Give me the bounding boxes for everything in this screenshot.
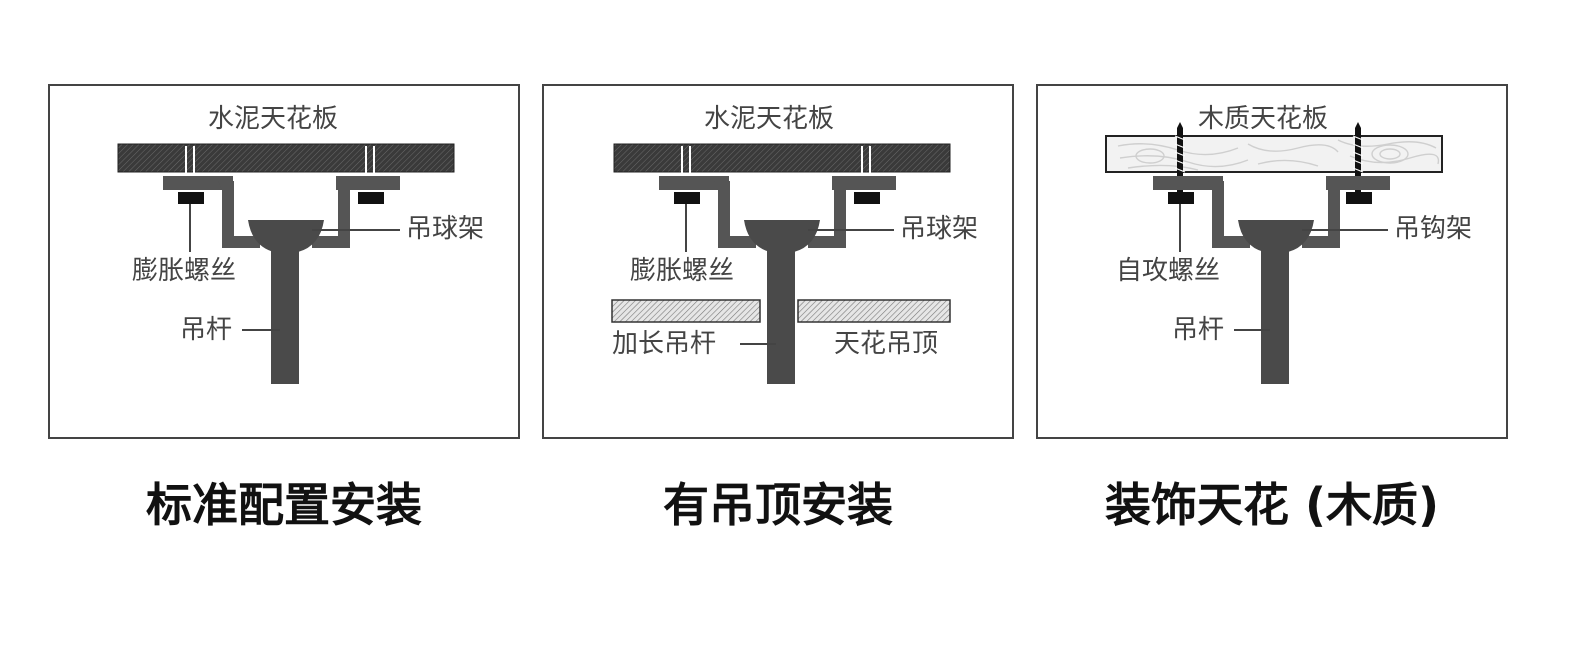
standard-install-drawing [117,143,455,384]
diagram-panel-wooden-ceiling: 木质天花板 吊钩架 自攻螺丝 吊杆 [1036,84,1508,439]
bracket-label: 吊球架 [406,214,485,244]
suspended-ceiling-board-left [611,299,761,323]
diagram-panel-standard: 水泥天花板 吊球架 膨胀螺丝 吊杆 [48,84,520,439]
bracket-plate-left [1153,176,1223,190]
concrete-slab [613,143,951,173]
ceiling-label: 木质天花板 [1198,104,1329,134]
wooden-ceiling-board [1105,135,1443,173]
bracket-plate-left [163,176,233,190]
concrete-slab [117,143,455,173]
bracket-label: 吊球架 [900,214,979,244]
bracket-plate-left [659,176,729,190]
ceiling-label: 水泥天花板 [208,104,339,134]
suspended-ceiling-board-right [797,299,951,323]
suspended-ceiling-install-drawing [611,143,951,384]
suspended-ceiling-label: 天花吊顶 [834,329,939,359]
hook-bracket [1208,181,1250,248]
rod-label: 加长吊杆 [612,329,717,359]
screw-label: 自攻螺丝 [1116,256,1221,286]
diagram-panel-suspended-ceiling: 水泥天花板 吊球架 膨胀螺丝 加长吊杆 天花吊顶 [542,84,1014,439]
caption-suspended-ceiling-install: 有吊顶安装 [663,478,893,532]
caption-wooden-ceiling-install: 装饰天花 (木质) [1104,478,1440,532]
hanging-rod [271,236,299,384]
rod-label: 吊杆 [1172,315,1225,345]
bracket-label: 吊钩架 [1394,214,1473,244]
ball-bracket [218,181,260,248]
ceiling-label: 水泥天花板 [704,104,835,134]
hanging-rod [1261,236,1289,384]
screw-label: 膨胀螺丝 [630,256,735,286]
ball-bracket [714,181,756,248]
rod-label: 吊杆 [180,315,233,345]
extended-rod [767,236,795,384]
wooden-ceiling-install-drawing [1105,122,1443,384]
wood-grain-pattern [1117,139,1440,171]
caption-standard-install: 标准配置安装 [146,478,422,532]
screw-label: 膨胀螺丝 [132,256,237,286]
